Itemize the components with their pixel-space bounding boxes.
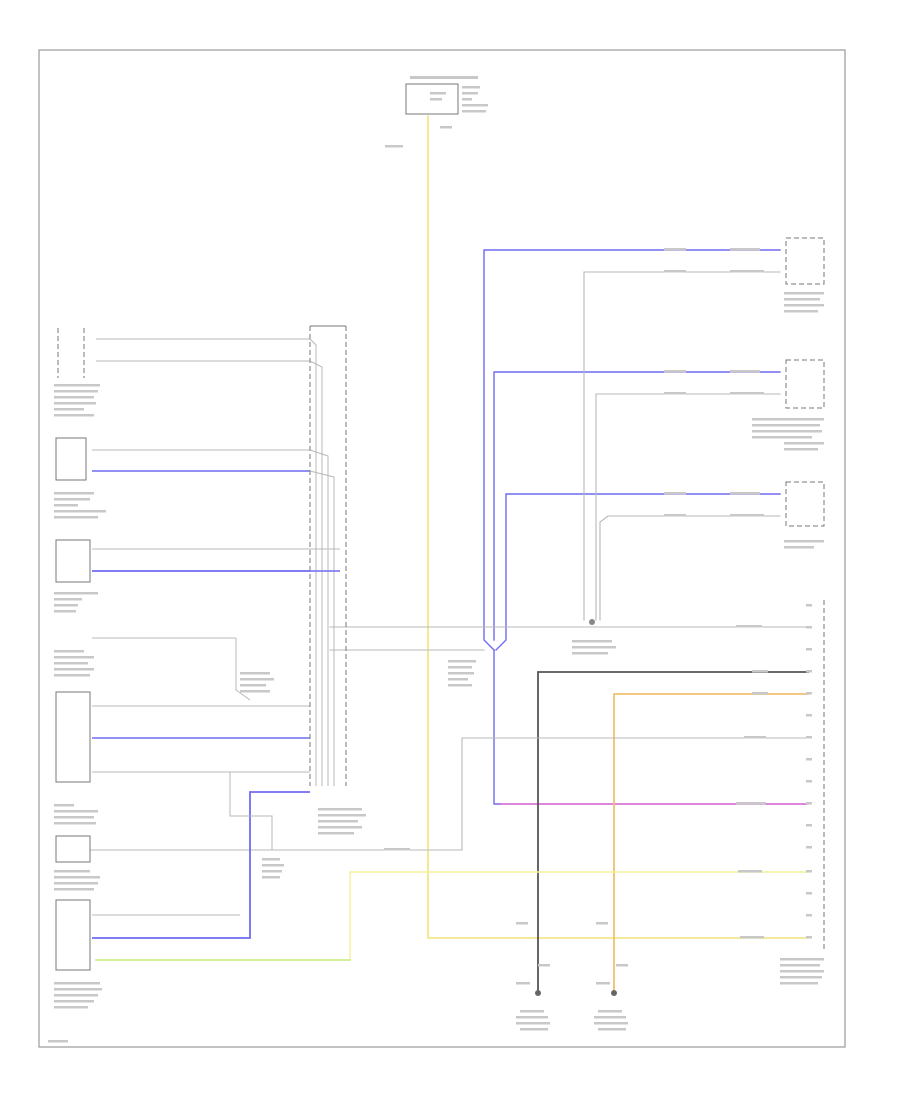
left-module-2: [54, 437, 310, 519]
junction-connector-left: [229, 325, 366, 879]
wire-dark-ground: [537, 671, 809, 991]
left-module-3: [54, 539, 310, 613]
splice-center: [448, 619, 616, 687]
ground-wire-mid: [595, 393, 781, 621]
right-module-1: [664, 237, 825, 313]
diagram-frame: [38, 49, 846, 1048]
power-wire-yellow: [427, 115, 809, 939]
power-source-module: [385, 76, 488, 148]
splice-dot: [589, 619, 595, 625]
left-module-6: [54, 835, 100, 891]
left-module-1: [54, 328, 310, 417]
ground-right: [594, 922, 628, 1031]
data-wire-blue-to-pink: [493, 649, 501, 805]
left-module-7: [54, 791, 310, 1009]
data-wire-blue-upper: [483, 249, 781, 651]
figure-id-mark: [48, 1040, 68, 1043]
right-module-3: [664, 481, 825, 549]
ground-wire-lower: [599, 515, 781, 621]
connector-right-pins: [384, 600, 825, 985]
right-module-2: [664, 359, 825, 451]
wire-yellow-green: [95, 871, 809, 961]
data-wire-blue-mid: [493, 371, 781, 641]
left-module-5: [54, 691, 310, 825]
ground-left: [516, 922, 550, 1031]
wire-orange-ground: [613, 693, 809, 991]
ground-wire-upper: [583, 271, 781, 621]
data-wire-blue-lower: [495, 493, 781, 651]
left-module-4: [54, 637, 274, 701]
wire-gray-long: [89, 737, 809, 851]
